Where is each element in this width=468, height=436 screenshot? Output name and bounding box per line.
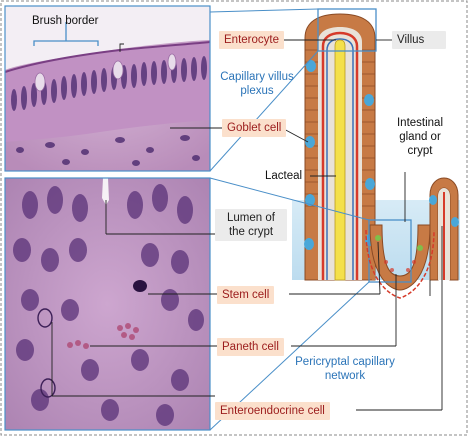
label-enteroendocrine-cell: Enteroendocrine cell <box>215 402 330 420</box>
label-paneth-cell: Paneth cell <box>217 338 284 356</box>
enteroendocrine-photo <box>37 308 56 398</box>
label-brush-border: Brush border <box>32 15 99 27</box>
label-pericryptal-line2: network <box>324 370 366 382</box>
label-capillary-villus-plexus-line1: Capillary villus <box>220 71 294 83</box>
label-capillary-villus-plexus-line2: plexus <box>240 85 274 97</box>
label-intestinal-gland: Intestinal gland or crypt <box>385 116 455 158</box>
crypt-paneth <box>384 260 416 272</box>
leader-lines <box>51 39 443 411</box>
micrograph-top <box>4 6 211 171</box>
stem-cell-diagram <box>375 235 381 241</box>
label-villus: Villus <box>392 31 446 49</box>
villus-diagram <box>292 8 460 299</box>
label-intestinal-gland-line1: Intestinal <box>396 117 444 129</box>
lamina-nuclei <box>16 135 200 166</box>
crypt-nuclei <box>13 184 204 426</box>
label-lacteal: Lacteal <box>265 170 303 182</box>
label-intestinal-gland-line2: gland or <box>399 131 441 143</box>
label-intestinal-gland-line3: crypt <box>407 145 433 157</box>
micrograph-bottom <box>5 178 210 430</box>
label-enterocyte: Enterocyte <box>219 31 284 49</box>
label-lumen-of-crypt: Lumen of the crypt <box>215 209 287 241</box>
stem-cell-photo <box>133 280 147 292</box>
goblet-cells-photo <box>34 53 177 92</box>
label-stem-cell: Stem cell <box>217 286 275 304</box>
label-goblet-cell: Goblet cell <box>222 119 287 137</box>
paneth-granules <box>67 323 139 349</box>
label-pericryptal-capillary-network: Pericryptal capillary network <box>290 355 400 383</box>
label-capillary-villus-plexus: Capillary villus plexus <box>212 70 302 98</box>
label-lumen-line2: the crypt <box>228 226 274 238</box>
label-pericryptal-line1: Pericryptal capillary <box>295 356 395 368</box>
label-lumen-line1: Lumen of <box>227 212 275 224</box>
